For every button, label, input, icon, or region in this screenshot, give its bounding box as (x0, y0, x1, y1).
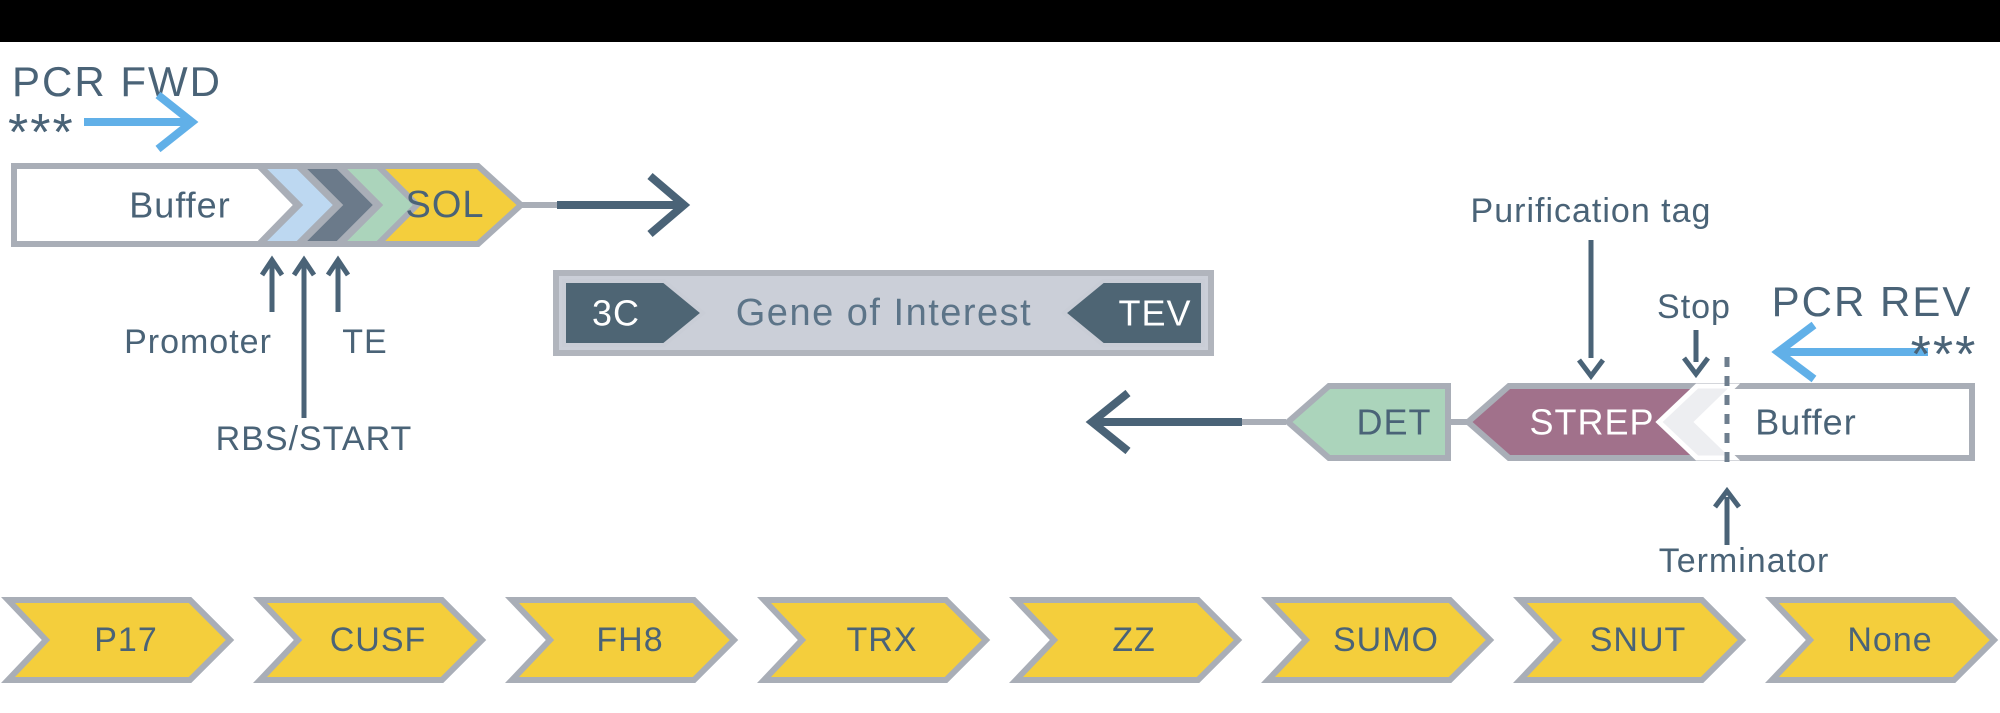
pcr-rev-arrow-icon (1771, 321, 1928, 383)
pcr-fwd-arrow-icon (84, 91, 199, 153)
forward-cassette: Buffer SOL (11, 163, 526, 247)
sol-option-label: SNUT (1590, 621, 1687, 659)
sol-option-label: FH8 (596, 621, 663, 659)
forward-strand-arrow-icon (521, 172, 691, 238)
buffer-arrow-forward (11, 163, 302, 247)
purification-tag-label: Purification tag (1471, 192, 1712, 230)
gene-cassette-box: 3C Gene of Interest TEV (553, 270, 1214, 356)
te-pointer-icon (325, 255, 351, 312)
sol-options-row: P17 CUSF FH8 TRX ZZ SUMO SNUT None (1, 597, 1999, 683)
stop-pointer-icon (1682, 330, 1710, 379)
sol-option-chevron: SNUT (1513, 597, 1747, 683)
strep-label: STREP (1529, 402, 1654, 443)
gene-of-interest-label: Gene of Interest (736, 292, 1033, 334)
sol-option-label: CUSF (330, 621, 427, 659)
sol-option-label: TRX (847, 621, 918, 659)
sol-option-label: SUMO (1333, 621, 1439, 659)
det-label: DET (1357, 402, 1432, 443)
promoter-label: Promoter (124, 323, 272, 361)
terminator-pointer-icon (1713, 486, 1741, 545)
rbs-start-label: RBS/START (216, 420, 413, 458)
site-tev-label: TEV (1118, 293, 1191, 334)
sol-option-chevron: CUSF (253, 597, 487, 683)
pcr-rev-label: PCR REV (1772, 278, 1973, 325)
site-3c-pentagon (562, 279, 707, 347)
site-tev-pentagon (1060, 279, 1205, 347)
te-label: TE (342, 323, 387, 361)
buffer-reverse-label: Buffer (1755, 402, 1856, 443)
reverse-cassette: DET STREP Buffer (1283, 357, 1975, 470)
rbs-start-pointer-icon (291, 255, 317, 418)
sol-option-label: P17 (94, 621, 158, 659)
promoter-pointer-icon (259, 255, 285, 312)
buffer-forward-label: Buffer (129, 185, 230, 226)
sol-option-chevron: FH8 (505, 597, 739, 683)
terminator-label: Terminator (1659, 542, 1830, 580)
sol-option-chevron: TRX (757, 597, 991, 683)
pcr-rev-stars: *** (1911, 326, 1978, 384)
site-3c-label: 3C (592, 293, 640, 334)
purification-tag-pointer-icon (1577, 240, 1605, 381)
sol-label: SOL (405, 184, 484, 226)
sol-option-chevron: ZZ (1009, 597, 1243, 683)
sol-option-chevron: P17 (1, 597, 235, 683)
sol-option-chevron: SUMO (1261, 597, 1495, 683)
sol-option-label: ZZ (1112, 621, 1156, 659)
sol-option-label: None (1847, 621, 1932, 659)
sol-option-chevron: None (1765, 597, 1999, 683)
pcr-fwd-label: PCR FWD (12, 58, 222, 105)
stop-label: Stop (1657, 288, 1731, 326)
stop-chevron (1655, 383, 1741, 461)
top-black-bar (0, 0, 2000, 42)
pcr-fwd-stars: *** (8, 104, 75, 162)
reverse-strand-arrow-icon (1085, 389, 1286, 455)
